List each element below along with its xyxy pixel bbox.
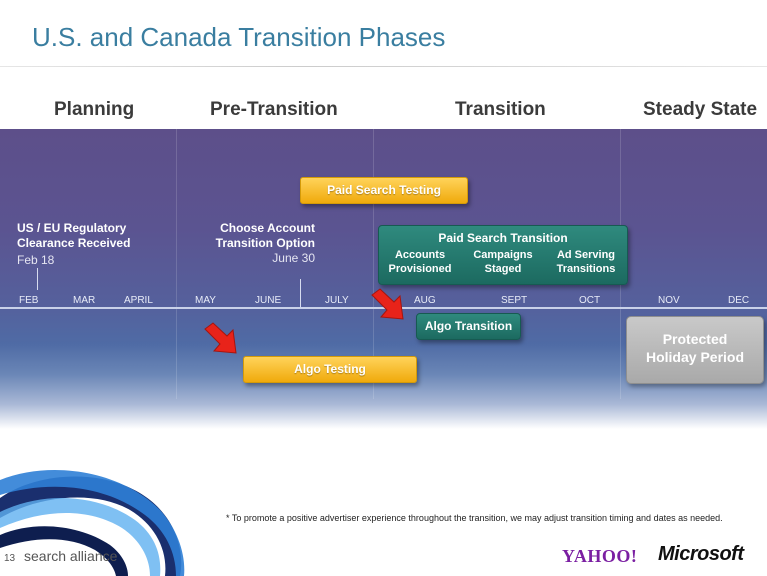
title-divider [0,66,767,67]
month-label: AUG [414,295,436,306]
protected-line1: Protected [662,331,728,347]
month-label: JULY [325,295,349,306]
microsoft-logo: Microsoft [658,543,744,565]
step-label: Transitions [556,263,616,275]
milestone-tick [300,279,301,307]
milestone-regulatory: US / EU Regulatory Clearance Received [17,221,130,251]
step-label: Ad Serving [556,249,616,261]
algo-transition-bar: Algo Transition [416,313,521,340]
milestone-account-line2: Transition Option [215,236,315,250]
phase-divider [373,129,374,399]
phase-planning: Planning [54,99,135,120]
protected-line2: Holiday Period [645,349,745,365]
month-label: OCT [579,295,601,306]
phase-transition: Transition [455,99,546,120]
paid-search-transition-title: Paid Search Transition [438,231,568,245]
yahoo-logo: YAHOO! [562,546,638,566]
footnote: * To promote a positive advertiser exper… [226,513,723,523]
paid-search-testing-bar: Paid Search Testing [300,177,468,204]
milestone-regulatory-date: Feb 18 [17,253,55,267]
step-label: Staged [484,263,522,275]
search-alliance-logo: search alliance [24,548,118,564]
month-label: JUNE [255,295,282,306]
phase-steady-state: Steady State [643,99,758,120]
red-arrow-icon [204,322,237,354]
red-arrow-icon [371,288,404,320]
slide-title: U.S. and Canada Transition Phases [32,22,446,52]
step-label: Campaigns [473,249,533,261]
month-label: NOV [658,295,680,306]
month-label: SEPT [501,295,528,306]
milestone-account-line1: Choose Account [220,221,315,235]
phase-divider [176,129,177,399]
algo-testing-bar: Algo Testing [243,356,417,383]
phase-pre-transition: Pre-Transition [210,99,338,120]
milestone-account-date: June 30 [272,251,315,265]
step-campaigns-staged: Campaigns Staged [465,248,541,276]
step-label: Accounts [394,249,446,261]
month-label: DEC [728,295,750,306]
protected-holiday-period: Protected Holiday Period [626,316,764,384]
paid-search-transition-box: Paid Search Transition Accounts Provisio… [378,225,628,285]
step-ad-serving-transitions: Ad Serving Transitions [547,248,625,276]
milestone-tick [37,268,38,290]
milestone-regulatory-line2: Clearance Received [17,236,131,250]
month-label: APRIL [124,295,153,306]
timeline-axis [0,307,767,309]
month-label: MAR [73,295,96,306]
milestone-account: Choose Account Transition Option [205,221,315,251]
milestone-regulatory-line1: US / EU Regulatory [17,221,127,235]
month-label: FEB [19,295,39,306]
step-accounts-provisioned: Accounts Provisioned [381,248,459,276]
decorative-swoosh [0,470,185,576]
page-number: 13 [4,553,16,564]
step-label: Provisioned [388,263,452,275]
month-label: MAY [195,295,216,306]
